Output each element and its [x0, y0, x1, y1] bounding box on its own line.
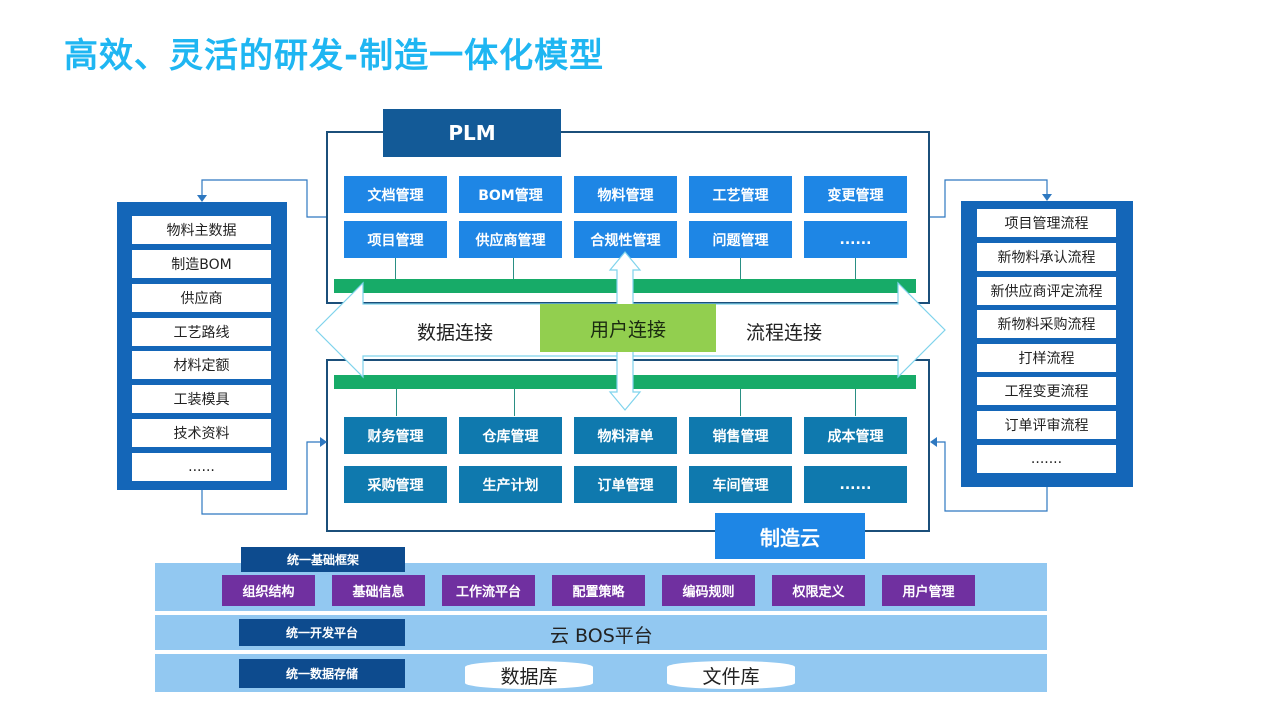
plm-module[interactable]: 变更管理	[804, 176, 907, 213]
plm-module[interactable]: 供应商管理	[459, 221, 562, 258]
connector-plm-to-process-list	[930, 179, 1048, 218]
data-list-item[interactable]: 物料主数据	[132, 216, 271, 244]
process-list-item[interactable]: 打样流程	[977, 344, 1116, 372]
mfg-module-link	[396, 389, 397, 416]
plm-module[interactable]: 物料管理	[574, 176, 677, 213]
storage-label: 统一数据存储	[239, 659, 405, 688]
mfg-module-link	[855, 389, 856, 416]
plm-module[interactable]: 工艺管理	[689, 176, 792, 213]
process-connection-label: 流程连接	[746, 322, 823, 344]
data-list-item[interactable]: 供应商	[132, 284, 271, 312]
process-list-item[interactable]: 订单评审流程	[977, 411, 1116, 439]
plm-module-link	[395, 258, 396, 279]
mfg-module[interactable]: 订单管理	[574, 466, 677, 503]
plm-module[interactable]: ......	[804, 221, 907, 258]
manufacturing-cloud-label: 制造云	[715, 513, 865, 559]
connector-data-list-to-mfg	[201, 441, 320, 515]
arrowhead-mfg-right	[930, 437, 937, 447]
plm-module[interactable]: 问题管理	[689, 221, 792, 258]
plm-module[interactable]: BOM管理	[459, 176, 562, 213]
connector-process-list-to-mfg	[936, 441, 1048, 512]
file-store-cylinder: 文件库	[667, 661, 795, 689]
mfg-module-link	[740, 389, 741, 416]
dev-platform-label: 统一开发平台	[239, 619, 405, 646]
mfg-module[interactable]: 车间管理	[689, 466, 792, 503]
process-list-item[interactable]: .......	[977, 445, 1116, 473]
process-list-item[interactable]: 新供应商评定流程	[977, 277, 1116, 305]
user-connection: 用户连接	[540, 304, 716, 352]
framework-item[interactable]: 基础信息	[332, 575, 425, 606]
arrowhead-process-list	[1042, 194, 1052, 201]
mfg-module-link	[514, 389, 515, 416]
mfg-module[interactable]: 仓库管理	[459, 417, 562, 454]
data-connection-label: 数据连接	[417, 322, 494, 344]
plm-module-link	[855, 258, 856, 279]
data-list-item[interactable]: 工艺路线	[132, 318, 271, 346]
data-list-item[interactable]: 制造BOM	[132, 250, 271, 278]
mfg-module[interactable]: 销售管理	[689, 417, 792, 454]
framework-item[interactable]: 组织结构	[222, 575, 315, 606]
data-list-item[interactable]: 技术资料	[132, 419, 271, 447]
mfg-module[interactable]: 财务管理	[344, 417, 447, 454]
data-list-item[interactable]: 工装模具	[132, 385, 271, 413]
database-cylinder: 数据库	[465, 661, 593, 689]
process-list-item[interactable]: 工程变更流程	[977, 377, 1116, 405]
bos-platform-label: 云 BOS平台	[550, 625, 653, 647]
framework-item[interactable]: 权限定义	[772, 575, 865, 606]
plm-module[interactable]: 文档管理	[344, 176, 447, 213]
plm-label: PLM	[383, 109, 561, 157]
arrowhead-mfg-left	[320, 437, 327, 447]
framework-label: 统一基础框架	[241, 547, 405, 572]
process-list-item[interactable]: 新物料承认流程	[977, 243, 1116, 271]
mfg-module[interactable]: 成本管理	[804, 417, 907, 454]
page-title: 高效、灵活的研发-制造一体化模型	[64, 36, 605, 76]
framework-item[interactable]: 用户管理	[882, 575, 975, 606]
connector-plm-to-data-list	[201, 179, 326, 218]
arrowhead-data-list	[197, 195, 207, 202]
mfg-module[interactable]: 采购管理	[344, 466, 447, 503]
plm-module[interactable]: 项目管理	[344, 221, 447, 258]
plm-module-link	[513, 258, 514, 279]
framework-item[interactable]: 工作流平台	[442, 575, 535, 606]
framework-item[interactable]: 编码规则	[662, 575, 755, 606]
mfg-module[interactable]: 生产计划	[459, 466, 562, 503]
plm-module-link	[740, 258, 741, 279]
process-list-item[interactable]: 新物料采购流程	[977, 310, 1116, 338]
mfg-module[interactable]: ......	[804, 466, 907, 503]
mfg-module[interactable]: 物料清单	[574, 417, 677, 454]
framework-item[interactable]: 配置策略	[552, 575, 645, 606]
data-list-item[interactable]: 材料定额	[132, 351, 271, 379]
data-list-item[interactable]: ......	[132, 453, 271, 481]
process-list-item[interactable]: 项目管理流程	[977, 209, 1116, 237]
